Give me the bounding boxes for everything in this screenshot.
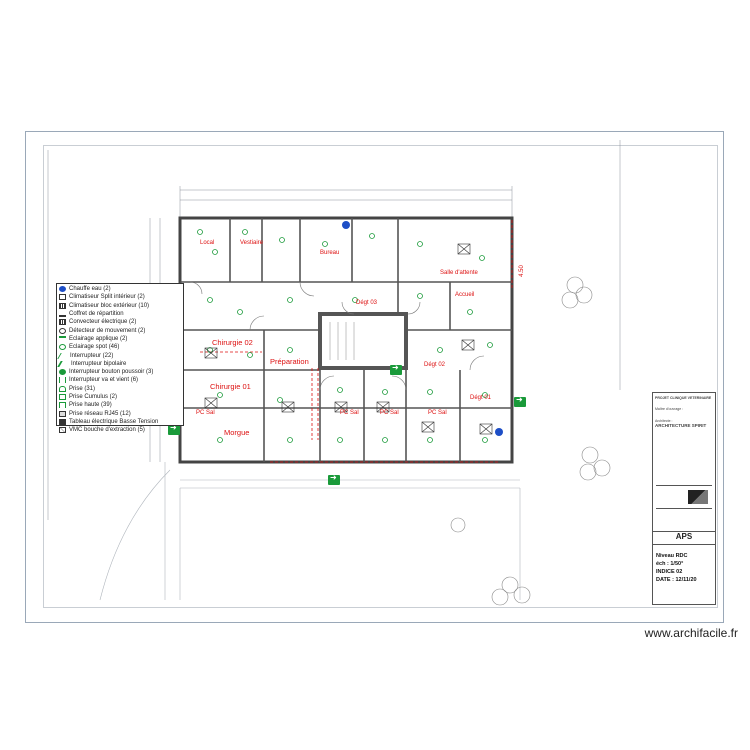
room-label-vestiaire: Vestiaire bbox=[240, 240, 264, 246]
legend-item: Interrupteur va et vient (6) bbox=[59, 376, 181, 384]
legend-label: Prise (31) bbox=[69, 385, 96, 392]
project-name: PROJET CLINIQUE VETERINAIRE bbox=[655, 396, 712, 400]
legend-label: Interrupteur va et vient (6) bbox=[69, 377, 139, 384]
legend-label: Convecteur électrique (2) bbox=[69, 319, 137, 326]
legend-label: Eclairage applique (2) bbox=[69, 335, 128, 342]
legend-label: Interrupteur bouton poussoir (3) bbox=[69, 369, 154, 376]
legend-label: Tableau électrique Basse Tension bbox=[69, 418, 159, 425]
legend-item: Climatiseur bloc extérieur (10) bbox=[59, 302, 181, 310]
push-button-icon bbox=[59, 369, 66, 376]
room-label-chirurgie-02: Chirurgie 02 bbox=[212, 338, 253, 347]
room-label-pc-sal: PC Sal bbox=[428, 410, 447, 416]
legend-label: Coffret de répartition bbox=[69, 311, 124, 318]
electrical-panel-icon bbox=[59, 418, 66, 425]
scale-label: éch : 1/50° bbox=[656, 561, 684, 567]
exit-sign-icon bbox=[168, 423, 180, 435]
legend-label: Climatiseur Split intérieur (2) bbox=[69, 294, 145, 301]
legend-label: Interrupteur bipolaire bbox=[71, 360, 127, 367]
date-label: DATE : 12/11/20 bbox=[656, 577, 697, 583]
distribution-box-icon bbox=[59, 311, 66, 318]
legend-label: VMC bouche d'extraction (5) bbox=[69, 427, 145, 434]
architect-label: Architecte : bbox=[655, 419, 673, 423]
title-block: PROJET CLINIQUE VETERINAIRE Maître d'ouv… bbox=[652, 392, 716, 605]
rj45-outlet-icon bbox=[59, 410, 66, 417]
phase-label: APS bbox=[653, 531, 715, 545]
legend-item: Climatiseur Split intérieur (2) bbox=[59, 293, 181, 301]
water-heater-icon bbox=[495, 428, 503, 436]
legend-item: VMC bouche d'extraction (5) bbox=[59, 426, 181, 434]
spotlight-icon bbox=[59, 344, 66, 351]
legend-item: Prise Cumulus (2) bbox=[59, 393, 181, 401]
legend-label: Chauffe eau (2) bbox=[69, 286, 111, 293]
water-heater-icon bbox=[59, 286, 66, 293]
motion-detector-icon bbox=[59, 327, 66, 334]
legend-item: Interrupteur bouton poussoir (3) bbox=[59, 368, 181, 376]
high-outlet-icon bbox=[59, 402, 66, 409]
logo-mark-icon bbox=[688, 490, 708, 504]
indoor-ac-icon bbox=[59, 294, 66, 301]
level-label: Niveau RDC bbox=[656, 553, 688, 559]
cumulus-outlet-icon bbox=[59, 394, 66, 400]
room-label-bureau: Bureau bbox=[320, 250, 340, 256]
outdoor-ac-icon bbox=[59, 302, 66, 309]
exit-sign-icon bbox=[328, 473, 340, 485]
owner-label: Maître d'ouvrage : bbox=[655, 407, 684, 411]
index-label: INDICE 02 bbox=[656, 569, 683, 575]
legend-item: Eclairage spot (46) bbox=[59, 343, 181, 351]
legend-item: Chauffe eau (2) bbox=[59, 285, 181, 293]
architect-name: ARCHITECTURE SPIRIT bbox=[655, 423, 707, 428]
legend-label: Climatiseur bloc extérieur (10) bbox=[69, 302, 150, 309]
dimension-label: 4.50 bbox=[518, 265, 525, 277]
legend-label: Interrupteur (22) bbox=[70, 352, 114, 359]
room-label-pc-sal: PC Sal bbox=[196, 410, 215, 416]
room-label-degt-01: Dégt 01 bbox=[470, 395, 492, 401]
room-label-accueil: Accueil bbox=[455, 292, 475, 298]
architect-logo bbox=[656, 485, 712, 509]
room-label-pc-sal: PC Sal bbox=[340, 410, 359, 416]
drawing-frame bbox=[43, 145, 718, 608]
bipolar-switch-icon bbox=[57, 360, 70, 367]
room-label-morgue: Morgue bbox=[224, 428, 250, 437]
legend-item: Tableau électrique Basse Tension bbox=[59, 418, 181, 426]
legend-label: Prise réseau RJ45 (12) bbox=[69, 410, 131, 417]
two-way-switch-icon bbox=[59, 377, 66, 384]
room-label-degt-03: Dégt 03 bbox=[356, 300, 378, 306]
legend-item: Prise (31) bbox=[59, 385, 181, 393]
watermark: www.archifacile.fr bbox=[644, 626, 738, 640]
convector-icon bbox=[59, 319, 66, 326]
legend: Chauffe eau (2) Climatiseur Split intéri… bbox=[56, 283, 184, 434]
wall-light-icon bbox=[59, 335, 66, 342]
legend-label: Prise haute (39) bbox=[69, 402, 112, 409]
room-label-chirurgie-01: Chirurgie 01 bbox=[210, 382, 251, 391]
legend-label: Détecteur de mouvement (2) bbox=[69, 327, 146, 334]
legend-item: Interrupteur bipolaire bbox=[57, 360, 181, 368]
legend-item: Convecteur électrique (2) bbox=[59, 318, 181, 326]
room-label-preparation: Préparation bbox=[270, 357, 309, 366]
legend-item: Prise réseau RJ45 (12) bbox=[59, 409, 181, 417]
water-heater-icon bbox=[342, 221, 350, 229]
exit-sign-icon bbox=[514, 395, 526, 407]
exit-sign-icon bbox=[390, 363, 402, 375]
legend-item: Coffret de répartition bbox=[59, 310, 181, 318]
room-label-salle-attente: Salle d'attente bbox=[440, 270, 478, 276]
outlet-icon bbox=[59, 385, 66, 392]
vmc-vent-icon bbox=[59, 427, 66, 434]
legend-item: Interrupteur (22) bbox=[57, 351, 181, 359]
room-label-degt-02: Dégt 02 bbox=[424, 362, 446, 368]
legend-label: Eclairage spot (46) bbox=[69, 344, 120, 351]
room-label-pc-sal: PC Sal bbox=[380, 410, 399, 416]
room-label-local: Local bbox=[200, 240, 215, 246]
legend-item: Prise haute (39) bbox=[59, 401, 181, 409]
legend-item: Eclairage applique (2) bbox=[59, 335, 181, 343]
switch-icon bbox=[57, 352, 69, 359]
legend-label: Prise Cumulus (2) bbox=[69, 394, 118, 400]
legend-item: Détecteur de mouvement (2) bbox=[59, 326, 181, 334]
